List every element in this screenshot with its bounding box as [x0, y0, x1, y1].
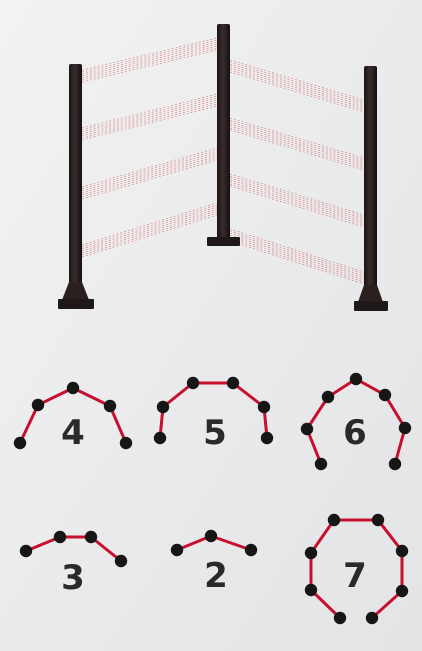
- config-node: [54, 531, 66, 543]
- config-node: [261, 432, 273, 444]
- config-label-3: 3: [61, 558, 85, 598]
- config-node: [328, 514, 340, 526]
- config-node: [366, 612, 378, 624]
- config-label-7: 7: [343, 556, 367, 596]
- config-node: [157, 401, 169, 413]
- config-node: [396, 545, 408, 557]
- config-node: [227, 377, 239, 389]
- config-node: [396, 585, 408, 597]
- config-node: [399, 422, 411, 434]
- config-node: [205, 530, 217, 542]
- config-node: [258, 401, 270, 413]
- config-label-5: 5: [203, 413, 227, 453]
- config-label-4: 4: [61, 413, 85, 453]
- config-node: [32, 399, 44, 411]
- config-node: [372, 514, 384, 526]
- config-node: [379, 389, 391, 401]
- config-node: [315, 458, 327, 470]
- config-node: [154, 432, 166, 444]
- config-node: [350, 373, 362, 385]
- config-node: [104, 400, 116, 412]
- config-node: [120, 437, 132, 449]
- config-node: [389, 458, 401, 470]
- config-node: [187, 377, 199, 389]
- config-label-2: 2: [204, 556, 228, 596]
- config-node: [67, 382, 79, 394]
- config-node: [85, 531, 97, 543]
- config-node: [305, 547, 317, 559]
- config-node: [14, 437, 26, 449]
- config-node: [20, 545, 32, 557]
- config-node: [334, 612, 346, 624]
- config-label-6: 6: [343, 413, 367, 453]
- config-node: [171, 544, 183, 556]
- config-node: [245, 544, 257, 556]
- config-node: [322, 391, 334, 403]
- config-node: [301, 423, 313, 435]
- config-node: [115, 555, 127, 567]
- config-node: [305, 584, 317, 596]
